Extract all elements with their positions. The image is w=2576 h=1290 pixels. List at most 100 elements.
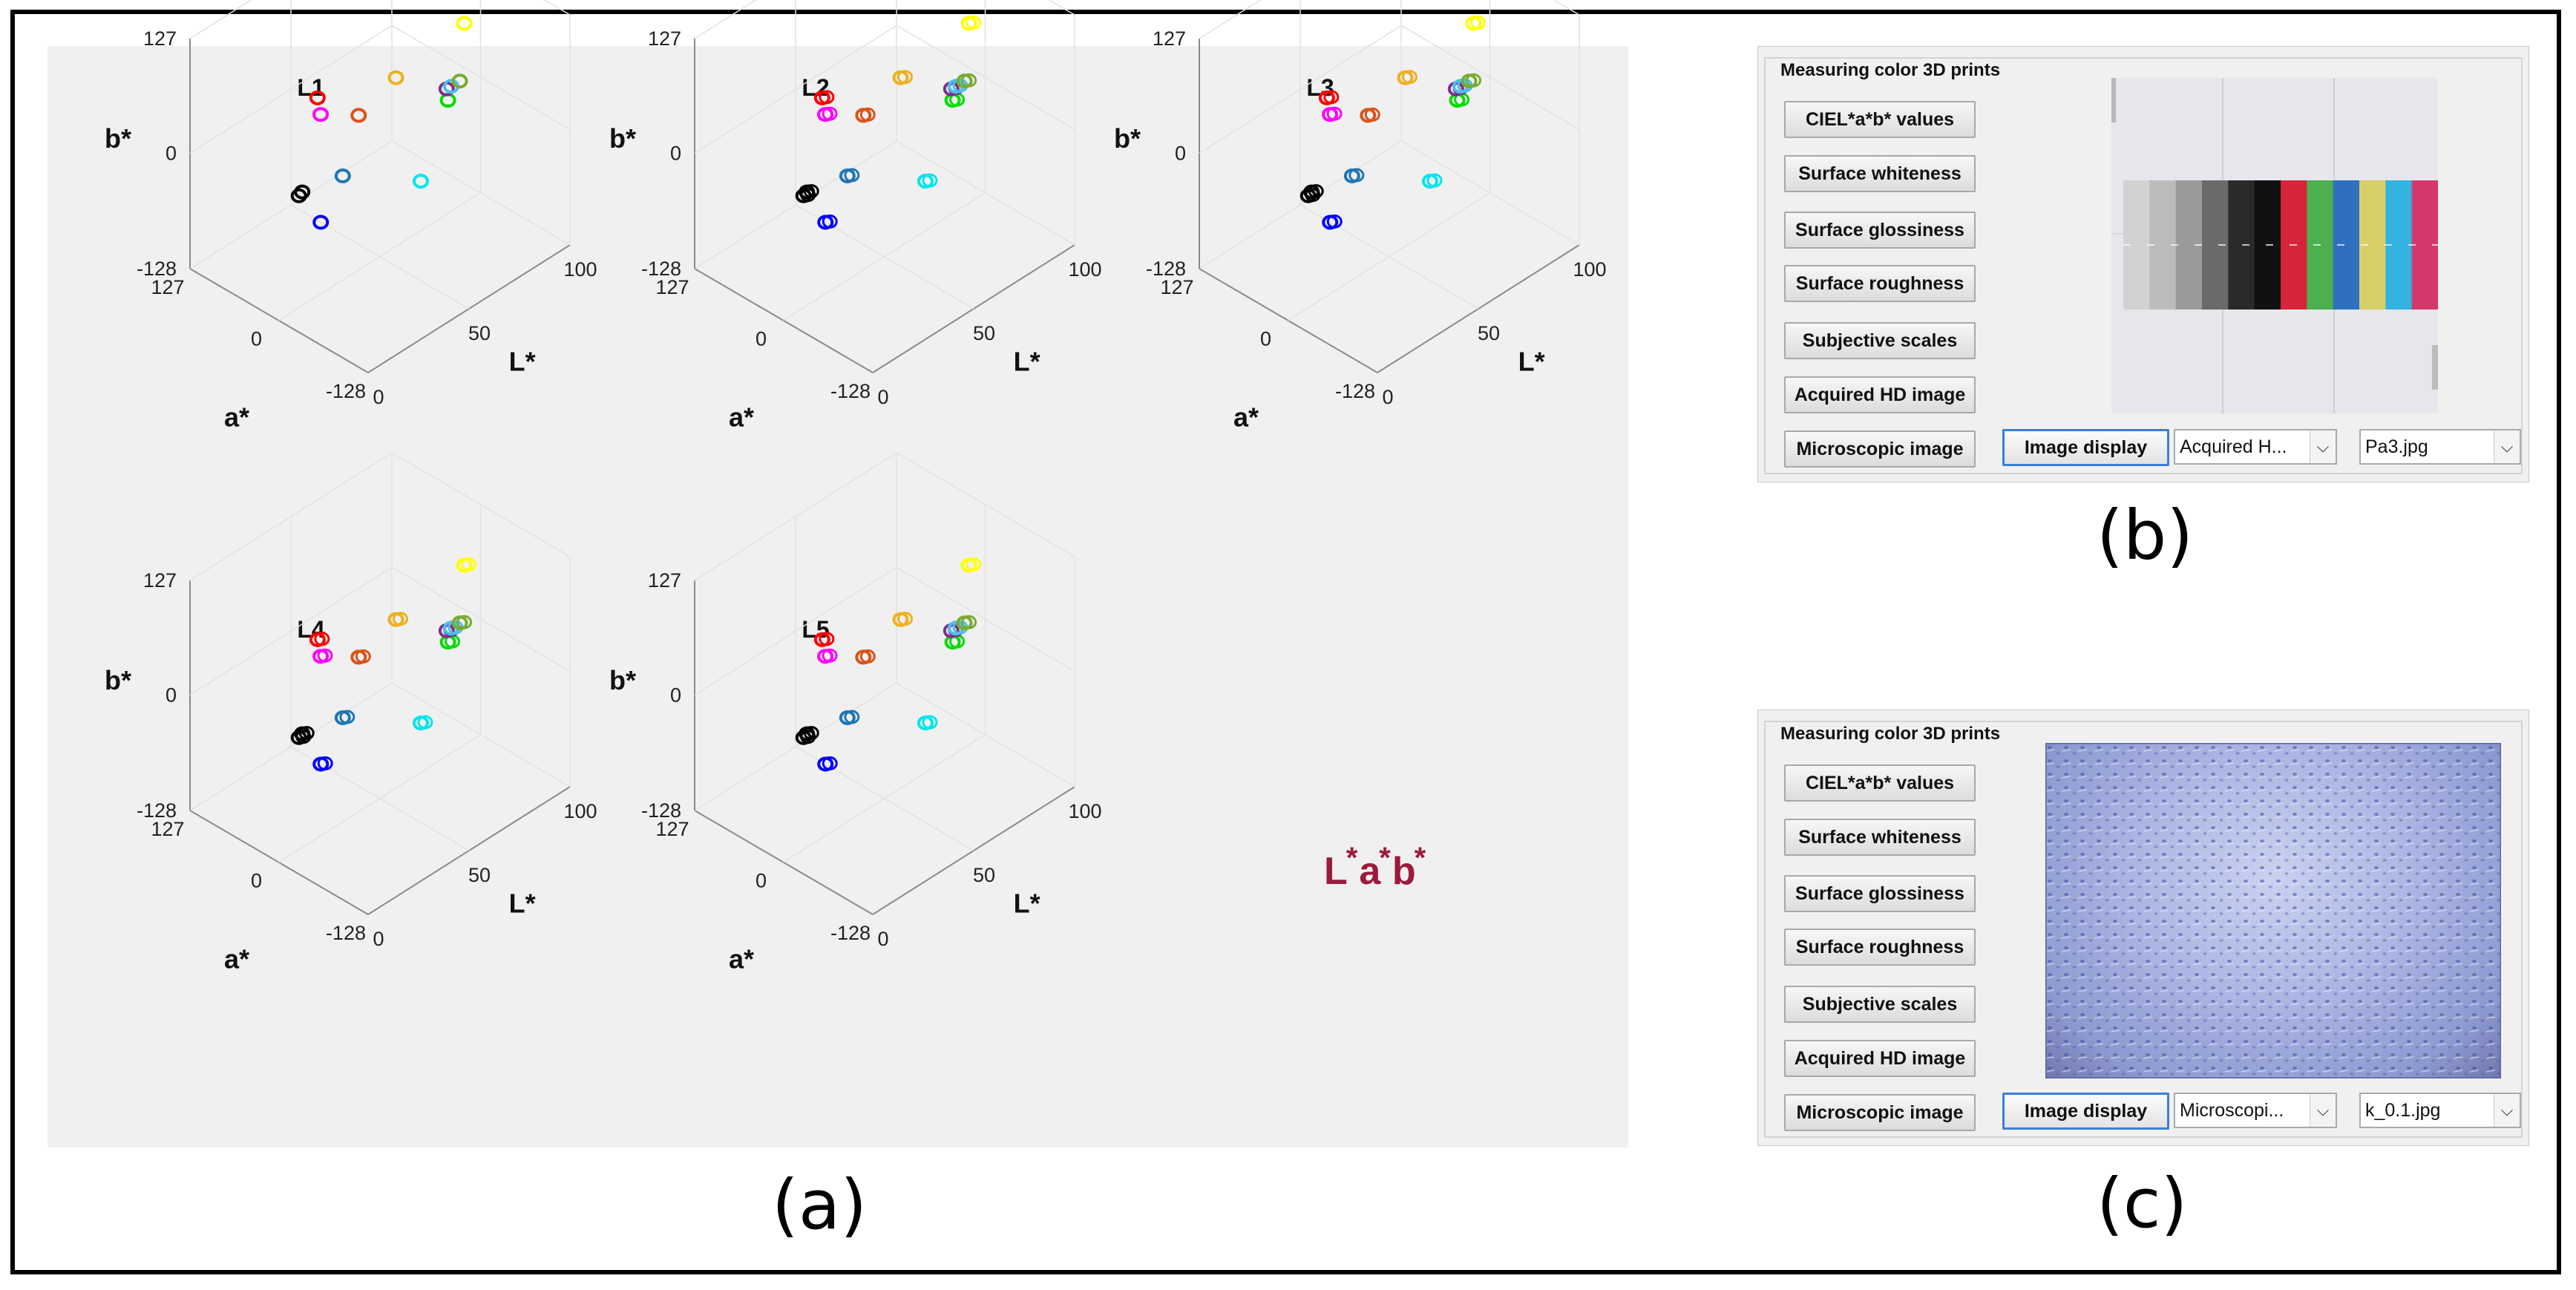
- microscopic-image-button[interactable]: Microscopic image: [1784, 430, 1976, 468]
- axis-box: [189, 0, 571, 373]
- caption-c: (c): [2097, 1164, 2188, 1243]
- y-axis-label: a*: [224, 944, 249, 975]
- group-title: Measuring color 3D prints: [1776, 724, 2005, 744]
- y-tick-label: 0: [251, 328, 262, 350]
- data-point: [1470, 15, 1487, 30]
- x-tick-label: 0: [1382, 386, 1393, 408]
- data-point: [822, 756, 838, 770]
- z-axis-label: b*: [105, 123, 131, 154]
- x-axis-label: L*: [1014, 888, 1040, 918]
- data-point: [844, 168, 860, 183]
- file-select[interactable]: Pa3.jpg ⌵: [2359, 429, 2521, 465]
- data-point: [961, 73, 977, 88]
- z-tick-label: 127: [143, 569, 177, 592]
- axis-box: [1199, 0, 1580, 373]
- z-tick-label: -128: [641, 258, 681, 280]
- data-point: [1402, 70, 1418, 85]
- y-tick-label: 127: [1160, 276, 1193, 298]
- display-type-select[interactable]: Microscopi... ⌵: [2174, 1093, 2337, 1128]
- surface-whiteness-button[interactable]: Surface whiteness: [1784, 155, 1976, 192]
- y-tick-label: 0: [1260, 328, 1271, 350]
- y-tick-label: 127: [655, 818, 689, 840]
- surface-glossiness-button[interactable]: Surface glossiness: [1784, 212, 1976, 249]
- surface-glossiness-button[interactable]: Surface glossiness: [1784, 875, 1976, 912]
- acquired-hd-image: [2111, 78, 2438, 413]
- data-point: [317, 756, 333, 770]
- ciel-values-button[interactable]: CIEL*a*b* values: [1784, 764, 1976, 802]
- color-patch: [2228, 180, 2255, 310]
- image-display-button[interactable]: Image display: [2002, 429, 2169, 466]
- data-point: [1348, 168, 1365, 183]
- surface-roughness-button[interactable]: Surface roughness: [1784, 929, 1976, 966]
- acquired-hd-image-button[interactable]: Acquired HD image: [1784, 1040, 1976, 1077]
- data-point: [456, 615, 473, 629]
- z-tick-label: -128: [137, 258, 177, 280]
- z-tick-label: 127: [1153, 27, 1186, 50]
- chevron-down-icon: ⌵: [2494, 1094, 2520, 1127]
- z-axis-label: b*: [609, 123, 636, 154]
- x-tick-label: 100: [1068, 800, 1101, 822]
- data-point: [461, 557, 477, 572]
- x-tick-label: 0: [877, 928, 888, 950]
- group-box: Measuring color 3D prints: [1764, 721, 2523, 1138]
- acquired-hd-image-button[interactable]: Acquired HD image: [1784, 376, 1976, 413]
- y-tick-label: -128: [1335, 380, 1375, 402]
- x-tick-label: 100: [563, 800, 597, 822]
- group-title: Measuring color 3D prints: [1776, 60, 2005, 81]
- y-tick-label: 127: [151, 818, 184, 840]
- x-tick-label: 0: [877, 386, 888, 408]
- y-tick-label: -128: [326, 380, 366, 402]
- data-point: [1364, 107, 1380, 122]
- data-point: [819, 632, 835, 646]
- z-tick-label: 0: [1175, 142, 1186, 164]
- x-tick-label: 100: [1068, 258, 1101, 281]
- data-point: [417, 715, 433, 730]
- subjective-scales-button[interactable]: Subjective scales: [1784, 986, 1976, 1023]
- data-point: [922, 173, 938, 188]
- z-tick-label: 127: [143, 27, 177, 50]
- z-tick-label: -128: [1146, 258, 1186, 280]
- subjective-scales-button[interactable]: Subjective scales: [1784, 322, 1976, 359]
- data-point: [966, 15, 982, 30]
- data-point: [922, 715, 938, 730]
- data-point: [387, 70, 404, 85]
- file-value: Pa3.jpg: [2365, 436, 2428, 457]
- file-select[interactable]: k_0.1.jpg ⌵: [2359, 1093, 2521, 1128]
- microscopic-image-button[interactable]: Microscopic image: [1784, 1094, 1976, 1131]
- data-point: [355, 649, 371, 664]
- x-tick-label: 0: [373, 386, 384, 408]
- gui-panel-b: Measuring color 3D prints CIEL*a*b* valu…: [1757, 46, 2529, 482]
- display-type-value: Acquired H...: [2180, 436, 2287, 457]
- data-point: [961, 615, 977, 629]
- data-point: [393, 612, 409, 626]
- y-tick-label: 0: [251, 870, 262, 892]
- ciel-values-button[interactable]: CIEL*a*b* values: [1784, 101, 1976, 138]
- y-tick-label: 127: [655, 276, 689, 298]
- data-point: [312, 107, 330, 122]
- surface-texture: [2045, 743, 2501, 1078]
- chevron-down-icon: ⌵: [2494, 430, 2520, 463]
- z-tick-label: 0: [670, 684, 681, 706]
- surface-whiteness-button[interactable]: Surface whiteness: [1784, 819, 1976, 856]
- data-point: [897, 70, 914, 85]
- file-value: k_0.1.jpg: [2365, 1100, 2441, 1121]
- x-tick-label: 50: [973, 864, 995, 886]
- data-point: [314, 632, 330, 646]
- image-display-button[interactable]: Image display: [2002, 1093, 2169, 1130]
- surface-roughness-button[interactable]: Surface roughness: [1784, 265, 1976, 302]
- data-point: [822, 648, 838, 663]
- y-tick-label: -128: [830, 922, 871, 944]
- data-point: [1308, 184, 1324, 199]
- data-point: [309, 90, 326, 105]
- y-axis-label: a*: [729, 402, 754, 433]
- x-tick-label: 50: [468, 322, 491, 344]
- display-type-select[interactable]: Acquired H... ⌵: [2174, 429, 2337, 465]
- data-point: [1323, 90, 1340, 105]
